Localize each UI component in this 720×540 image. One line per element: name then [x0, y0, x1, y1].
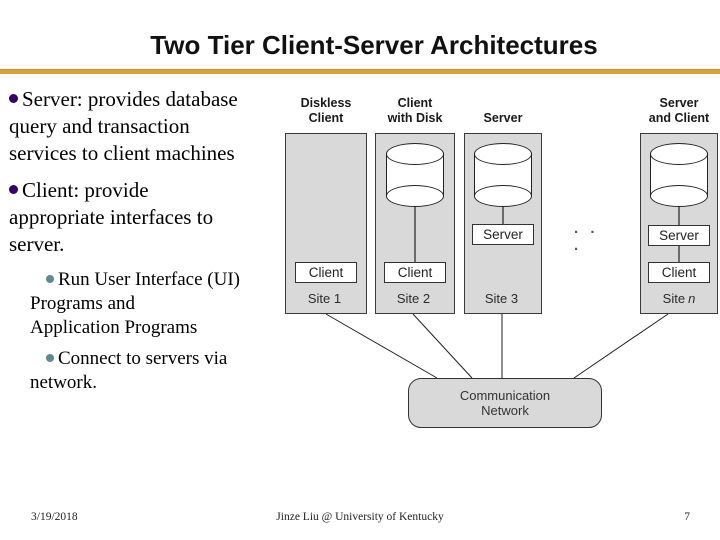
- site-header-diskless-client: Diskless Client: [300, 96, 352, 125]
- site-label-2: Site 2: [375, 291, 455, 306]
- site-header-server-and-client: Server and Client: [648, 96, 710, 125]
- site-header-server: Server: [483, 111, 523, 125]
- bullet-text: Connect to servers via network.: [30, 348, 228, 393]
- cylinder-top-cap: [650, 143, 708, 165]
- bullet-icon: [46, 354, 54, 362]
- client-node-box: Client: [648, 262, 710, 283]
- bullet-list: Server: provides database query and tran…: [9, 86, 285, 402]
- cylinder-bottom-cap: [474, 185, 532, 207]
- bullet-item: Run User Interface (UI) Programs and App…: [30, 268, 285, 340]
- bullet-item: Client: provide appropriate interfaces t…: [9, 177, 285, 258]
- communication-network-box: Communication Network: [408, 378, 602, 428]
- disk-icon: [474, 143, 532, 207]
- communication-network-label: Communication Network: [459, 388, 551, 418]
- site-label-1: Site 1: [285, 291, 367, 306]
- bullet-icon: [9, 94, 18, 103]
- bullet-text: Run User Interface (UI) Programs and App…: [30, 269, 240, 338]
- cylinder-bottom-cap: [386, 185, 444, 207]
- footer-credit: Jinze Liu @ University of Kentucky: [276, 511, 444, 523]
- bullet-text: Client: provide appropriate interfaces t…: [9, 178, 214, 256]
- cylinder-top-cap: [386, 143, 444, 165]
- bullet-icon: [46, 275, 54, 283]
- title-divider: [0, 69, 720, 74]
- page-number: 7: [684, 511, 690, 523]
- footer-date: 3/19/2018: [31, 511, 78, 523]
- server-node-box: Server: [472, 224, 534, 245]
- bullet-item: Connect to servers via network.: [30, 347, 285, 395]
- site-panel-1: [285, 133, 367, 314]
- site-label-text: Site: [662, 291, 686, 306]
- client-node-box: Client: [384, 262, 446, 283]
- site-label-text: Site 1: [307, 291, 342, 306]
- client-node-box: Client: [295, 262, 357, 283]
- cylinder-bottom-cap: [650, 185, 708, 207]
- site-label-suffix: n: [688, 291, 696, 306]
- disk-icon: [650, 143, 708, 207]
- bullet-text: Server: provides database query and tran…: [9, 87, 238, 165]
- cylinder-top-cap: [474, 143, 532, 165]
- site-header-client-with-disk: Client with Disk: [387, 96, 443, 125]
- server-node-box: Server: [648, 225, 710, 246]
- site-label-text: Site 3: [484, 291, 519, 306]
- page-title: Two Tier Client-Server Architectures: [150, 30, 598, 60]
- bullet-item: Server: provides database query and tran…: [9, 86, 285, 167]
- disk-icon: [386, 143, 444, 207]
- site-label-text: Site 2: [396, 291, 431, 306]
- bullet-icon: [9, 185, 18, 194]
- ellipsis: . . .: [574, 220, 599, 254]
- site-label-3: Site 3: [464, 291, 542, 306]
